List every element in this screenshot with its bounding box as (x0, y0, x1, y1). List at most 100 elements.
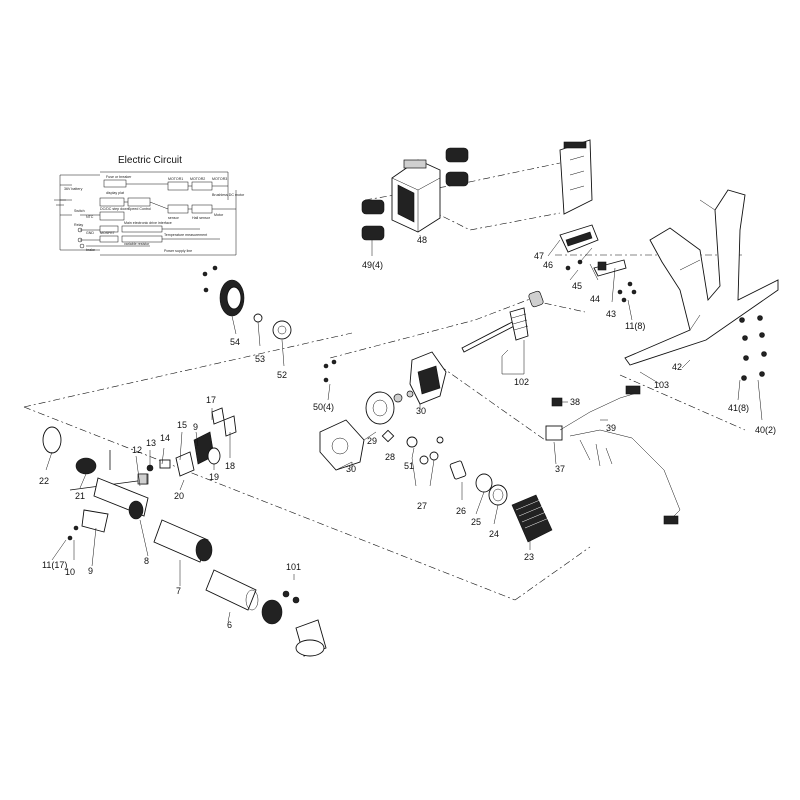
part-48-battery-box (391, 159, 441, 233)
part-7-tube (153, 519, 213, 563)
label-38: 38 (570, 397, 580, 407)
electric-circuit-schematic: Electric Circuit 36V battery Fuse or bre… (54, 155, 245, 256)
label-9b: 9 (193, 422, 198, 432)
part-47-bracket (559, 139, 593, 215)
svg-text:Power supply line: Power supply line (164, 249, 192, 253)
part-50-screws (323, 359, 337, 383)
label-41: 41(8) (728, 403, 749, 413)
part-20-switch (175, 451, 195, 477)
label-29: 29 (367, 436, 377, 446)
part-41-screws (739, 315, 767, 381)
label-51: 51 (404, 461, 414, 471)
label-14: 14 (160, 433, 170, 443)
part-12-block (137, 473, 148, 485)
label-22: 22 (39, 476, 49, 486)
part-22-end-cap (42, 426, 62, 454)
label-7: 7 (176, 586, 181, 596)
svg-text:MOTOR2: MOTOR2 (190, 177, 205, 181)
svg-text:Fuse or breaker: Fuse or breaker (106, 175, 132, 179)
label-26: 26 (456, 506, 466, 516)
label-52: 52 (277, 370, 287, 380)
label-25: 25 (471, 517, 481, 527)
part-53-washer (253, 313, 263, 323)
label-17: 17 (206, 395, 216, 405)
label-54: 54 (230, 337, 240, 347)
part-27-fasteners (406, 436, 444, 465)
label-21: 21 (75, 491, 85, 501)
svg-text:variable resistor: variable resistor (124, 242, 150, 246)
label-6: 6 (227, 620, 232, 630)
svg-text:Main electronic drive interfac: Main electronic drive interface (124, 221, 172, 225)
svg-text:Speed Control: Speed Control (128, 207, 151, 211)
svg-text:brake: brake (86, 248, 95, 252)
label-49: 49(4) (362, 260, 383, 270)
label-42: 42 (672, 362, 682, 372)
label-48: 48 (417, 235, 427, 245)
svg-text:sensor: sensor (168, 216, 180, 220)
label-50: 50(4) (313, 402, 334, 412)
part-101-nozzle (261, 590, 327, 657)
part-28-key (381, 429, 395, 443)
part-44-switch-plate (593, 259, 627, 277)
label-30a: 30 (416, 406, 426, 416)
part-25-ring (475, 473, 493, 493)
label-39: 39 (606, 423, 616, 433)
part-49-switches (361, 147, 469, 241)
label-13: 13 (146, 438, 156, 448)
label-103: 103 (654, 380, 669, 390)
part-6-tube (205, 569, 259, 611)
svg-text:MOTOR1: MOTOR1 (168, 177, 183, 181)
label-20: 20 (174, 491, 184, 501)
part-54-cover (202, 265, 245, 317)
label-11-8: 11(8) (625, 321, 645, 331)
label-23: 23 (524, 552, 534, 562)
part-102-shaft (461, 290, 544, 353)
svg-text:Motor: Motor (214, 213, 224, 217)
svg-text:36V battery: 36V battery (64, 187, 83, 191)
part-18-clip (223, 415, 237, 437)
circuit-title: Electric Circuit (118, 155, 182, 166)
part-37-38-39-wiring-harness (545, 385, 681, 525)
leader-lines (45, 235, 763, 623)
label-12: 12 (132, 445, 142, 455)
svg-text:GND: GND (86, 231, 94, 235)
part-number-labels: 6 7 8 9 9 10 11(17) 11(8) 12 13 14 15 17… (39, 235, 776, 630)
label-101: 101 (286, 562, 301, 572)
part-14-plate (159, 459, 171, 469)
svg-text:MOTOR3: MOTOR3 (212, 177, 227, 181)
svg-text:Temperature measurement: Temperature measurement (164, 233, 207, 237)
svg-text:Switch: Switch (74, 209, 85, 213)
label-24: 24 (489, 529, 499, 539)
part-8-handle-tube (93, 473, 149, 520)
svg-text:display plat: display plat (106, 191, 124, 195)
part-30-gear-housing (319, 351, 447, 471)
part-19-ring (207, 447, 221, 465)
svg-text:Hall sensor: Hall sensor (192, 216, 211, 220)
label-43: 43 (606, 309, 616, 319)
part-11-screws (617, 281, 637, 303)
part-52-gear (272, 320, 292, 340)
part-29-gearbox (365, 390, 414, 425)
part-17-cover (211, 407, 225, 425)
part-42-frame (624, 189, 779, 366)
label-40: 40(2) (755, 425, 776, 435)
svg-text:DC/DC step down: DC/DC step down (100, 207, 129, 211)
part-46-connector (559, 224, 599, 253)
assembly-lines (23, 162, 746, 601)
part-45-screws (565, 259, 583, 271)
label-53: 53 (255, 354, 265, 364)
label-102: 102 (514, 377, 529, 387)
label-45: 45 (572, 281, 582, 291)
label-37: 37 (555, 464, 565, 474)
label-27: 27 (417, 501, 427, 511)
label-47: 47 (534, 251, 544, 261)
label-8: 8 (144, 556, 149, 566)
part-21-collar (75, 457, 97, 475)
svg-text:MOSFET: MOSFET (100, 231, 116, 235)
part-23-bellows (511, 494, 553, 543)
label-10: 10 (65, 567, 75, 577)
label-15: 15 (177, 420, 187, 430)
label-30b: 30 (346, 464, 356, 474)
label-28: 28 (385, 452, 395, 462)
